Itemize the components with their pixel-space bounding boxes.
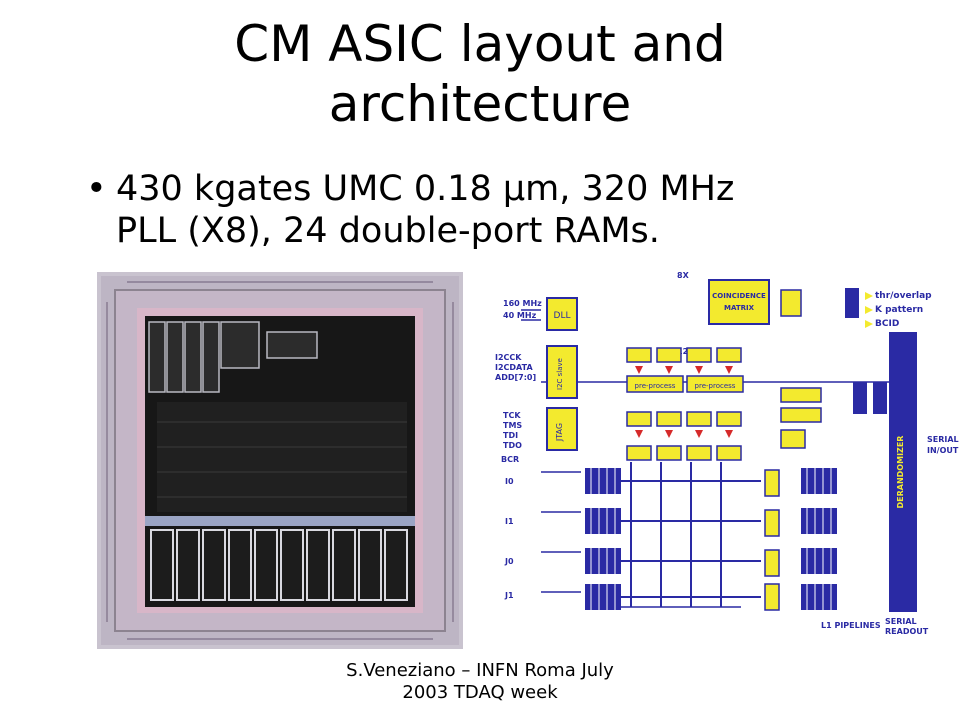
bullet-dot-icon: •: [86, 169, 107, 209]
derandomizer-block: [889, 332, 917, 612]
architecture-block-diagram: DLL I2C slave JTAG 160 MHz 40 MHz I2CCK …: [481, 262, 959, 637]
matrix-label: MATRIX: [724, 304, 755, 312]
label-12x: 12X: [677, 347, 695, 356]
coincidence-matrix-block: [708, 279, 770, 325]
label-i1: I1: [505, 517, 514, 526]
label-serial-readout-1: SERIAL: [885, 617, 917, 626]
pre-process-label-1: pre-process: [635, 382, 676, 390]
pre-process-block-1: [626, 375, 684, 393]
bullet-point: • 430 kgates UMC 0.18 μm, 320 MHz PLL (X…: [80, 168, 940, 252]
title-line-2: architecture: [328, 75, 632, 133]
bullet-text-line-1: 430 kgates UMC 0.18 μm, 320 MHz: [116, 169, 735, 209]
architecture-diagram-graphic: DLL I2C slave JTAG 160 MHz 40 MHz I2CCK …: [495, 271, 959, 636]
pre-process-label-2: pre-process: [695, 382, 736, 390]
footer-line-1: S.Veneziano – INFN Roma July: [346, 660, 614, 681]
label-tck: TCK: [503, 411, 521, 420]
label-thr-overlap: thr/overlap: [875, 291, 932, 301]
label-tdi: TDI: [503, 431, 518, 440]
label-bcid: BCID: [875, 319, 899, 329]
derandomizer-label: DERANDOMIZER: [896, 436, 905, 509]
label-i2cck: I2CCK: [495, 353, 522, 362]
label-bcr: BCR: [501, 455, 519, 464]
label-j1: J1: [504, 591, 514, 600]
label-40mhz: 40 MHz: [503, 311, 537, 320]
chip-layout-image: [97, 272, 463, 649]
label-tms: TMS: [503, 421, 522, 430]
footer-line-2: 2003 TDAQ week: [402, 682, 558, 703]
i2c-slave-block: [546, 345, 578, 399]
label-i0: I0: [505, 477, 514, 486]
dll-label: DLL: [554, 311, 571, 321]
slide-title: CM ASIC layout and architecture: [0, 14, 960, 134]
label-160mhz: 160 MHz: [503, 299, 542, 308]
label-tdo: TDO: [503, 441, 522, 450]
label-add: ADD[7:0]: [495, 373, 536, 382]
jtag-block: [546, 407, 578, 451]
label-k-pattern: K pattern: [875, 305, 923, 315]
coincidence-label: COINCIDENCE: [712, 292, 766, 300]
label-serial-readout-2: READOUT: [885, 627, 929, 636]
title-line-1: CM ASIC layout and: [234, 15, 726, 73]
label-l1-pipelines: L1 PIPELINES: [821, 621, 881, 630]
bullet-text-line-2: PLL (X8), 24 double-port RAMs.: [116, 211, 660, 251]
label-inout: IN/OUT: [927, 446, 959, 455]
label-j0: J0: [504, 557, 514, 566]
slide-footer: S.Veneziano – INFN Roma July 2003 TDAQ w…: [300, 660, 660, 704]
dll-block: [546, 297, 578, 331]
label-i2cdata: I2CDATA: [495, 363, 533, 372]
bullet-text: 430 kgates UMC 0.18 μm, 320 MHz PLL (X8)…: [116, 168, 940, 252]
i2c-slave-label: I2C slave: [556, 358, 564, 390]
jtag-label: JTAG: [555, 423, 564, 442]
label-8x: 8X: [677, 271, 690, 280]
pre-process-block-2: [686, 375, 744, 393]
label-serial: SERIAL: [927, 435, 959, 444]
chip-layout-graphic: [101, 276, 459, 645]
